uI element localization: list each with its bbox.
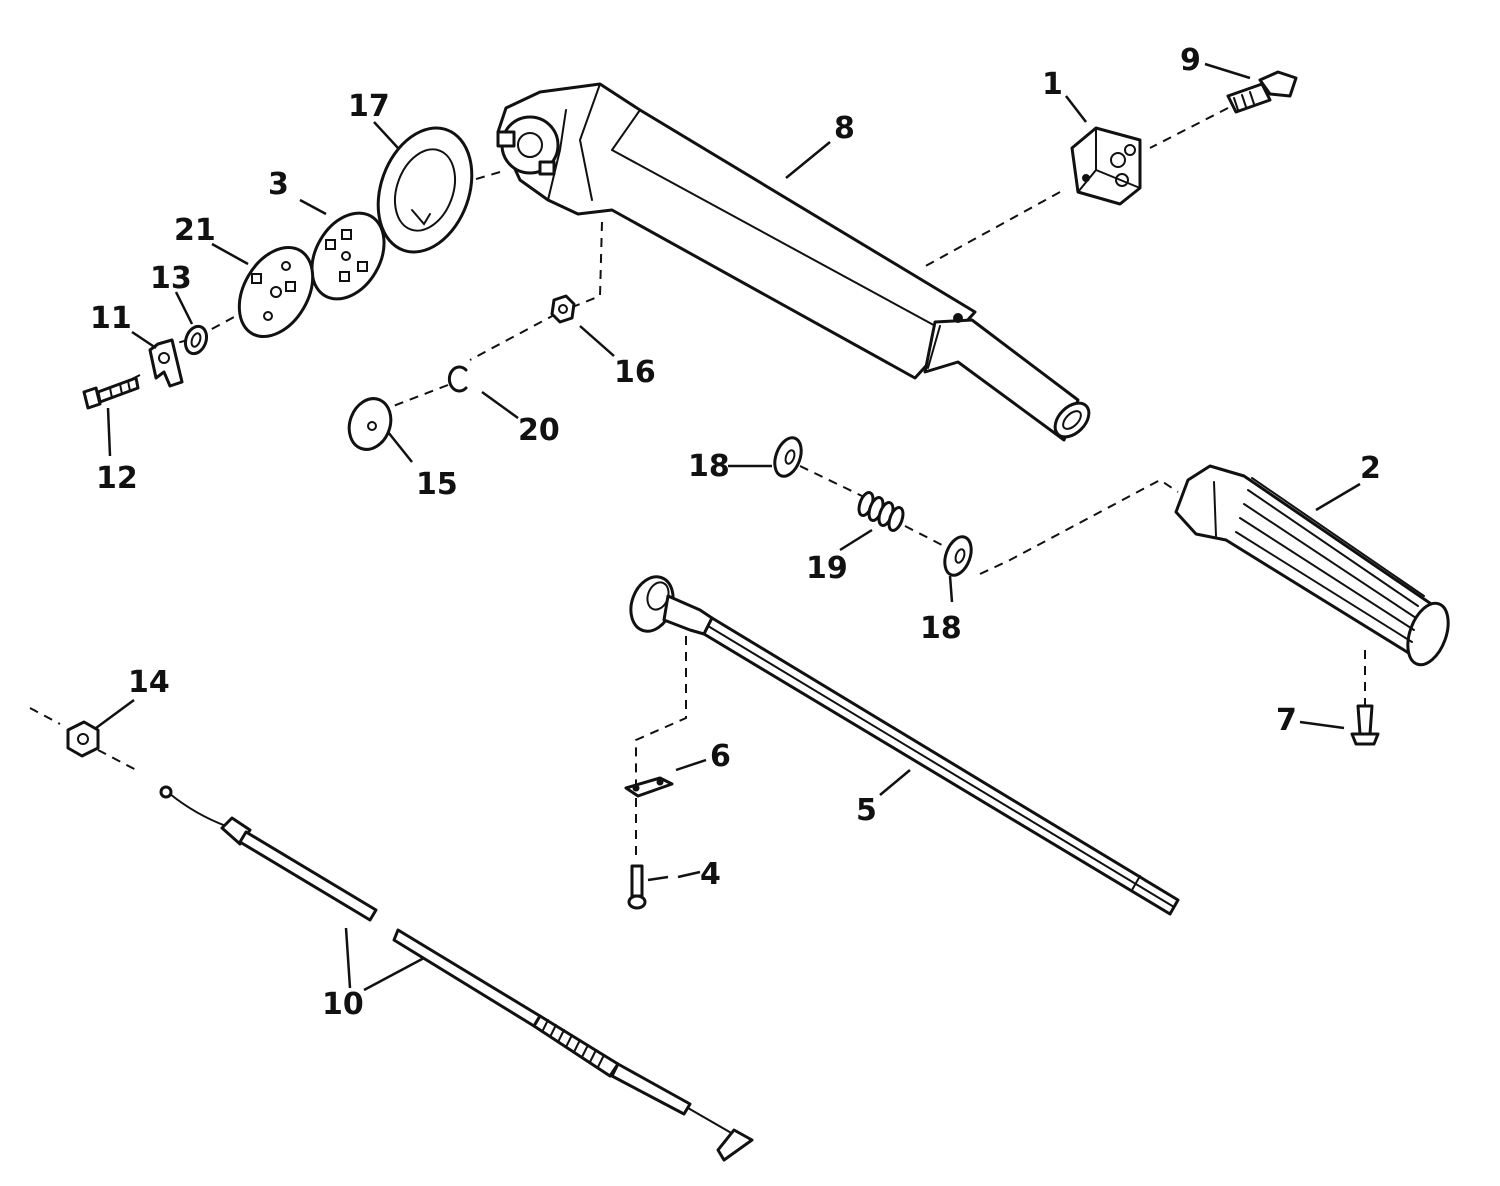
callout-6: 6	[710, 739, 731, 774]
callout-8: 8	[834, 111, 855, 146]
callout-14: 14	[128, 665, 170, 700]
washer-15	[347, 397, 393, 451]
callout-2: 2	[1360, 451, 1381, 486]
c-clip-20	[447, 365, 468, 393]
callout-21: 21	[174, 213, 216, 248]
screw-9	[1226, 70, 1298, 114]
lock-washer-13	[183, 324, 209, 356]
washer-18b	[943, 535, 973, 577]
leader-lines	[95, 62, 1361, 992]
throttle-grip	[1174, 464, 1450, 667]
nut-14	[66, 720, 100, 758]
callout-labels: 1 9 2 3 4 5 6 7 8 10 11 12 13 14 15 16 1…	[90, 43, 1381, 1022]
plate-21	[237, 245, 315, 339]
callout-15: 15	[416, 467, 458, 502]
clip-11	[148, 338, 184, 388]
callout-4: 4	[700, 857, 721, 892]
throttle-shaft	[629, 575, 1180, 916]
bolt-12	[82, 376, 140, 410]
washer-18a	[773, 436, 803, 478]
nut-16	[550, 294, 576, 324]
throttle-cable	[159, 785, 754, 1162]
bracket-block	[1070, 126, 1142, 206]
callout-20: 20	[518, 413, 560, 448]
callout-10: 10	[322, 987, 364, 1022]
ring-washer-17	[376, 126, 474, 254]
callout-19: 19	[806, 551, 848, 586]
tiller-arm	[496, 82, 1091, 442]
screw-7	[1350, 704, 1380, 746]
clip-plate-6	[624, 776, 674, 798]
callout-17: 17	[348, 89, 390, 124]
callout-11: 11	[90, 301, 132, 336]
screw-4	[627, 864, 647, 910]
callout-7: 7	[1276, 703, 1297, 738]
callout-18b: 18	[920, 611, 962, 646]
callout-1: 1	[1042, 67, 1063, 102]
callout-5: 5	[856, 793, 877, 828]
callout-12: 12	[96, 461, 138, 496]
callout-3: 3	[268, 167, 289, 202]
callout-9: 9	[1180, 43, 1201, 78]
callout-13: 13	[150, 261, 192, 296]
spring-19	[857, 491, 905, 532]
callout-16: 16	[614, 355, 656, 390]
callout-18a: 18	[688, 449, 730, 484]
plate-3	[310, 211, 386, 301]
